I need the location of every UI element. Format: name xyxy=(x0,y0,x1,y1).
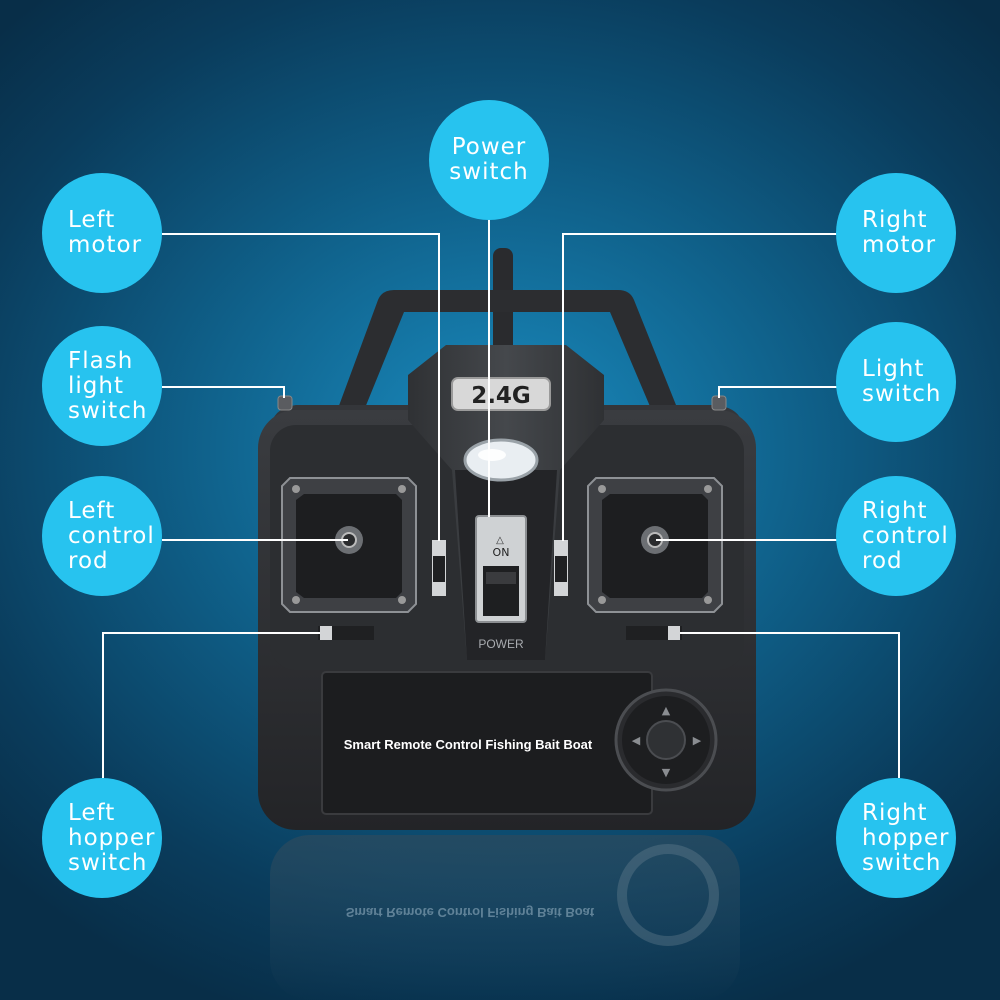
svg-text:▶: ▶ xyxy=(693,734,702,747)
leader-right-hopper-v xyxy=(898,632,900,778)
callout-right-motor: Right motor xyxy=(836,173,956,293)
direction-pad[interactable]: ▲ ▼ ◀ ▶ xyxy=(614,688,718,792)
panel-text: Smart Remote Control Fishing Bait Boat xyxy=(344,737,593,752)
svg-text:△: △ xyxy=(496,535,504,546)
callout-right-hopper-switch: Right hopper switch xyxy=(836,778,956,898)
leader-right-motor-h xyxy=(562,233,838,235)
svg-text:◀: ◀ xyxy=(632,734,641,747)
frequency-badge-text: 2.4G xyxy=(471,383,531,409)
reflection-dpad xyxy=(617,844,719,946)
left-hopper-switch[interactable] xyxy=(318,626,374,640)
leader-power-switch xyxy=(488,215,490,517)
leader-left-hopper-h xyxy=(102,632,320,634)
light-switch[interactable] xyxy=(711,395,727,411)
leader-light-switch-h xyxy=(718,386,838,388)
leader-flash-light-v xyxy=(283,386,285,398)
leader-right-hopper-h xyxy=(680,632,900,634)
svg-text:▲: ▲ xyxy=(662,704,671,717)
frequency-badge: 2.4G xyxy=(451,377,551,411)
callout-flash-light-switch: Flash light switch xyxy=(42,326,162,446)
callout-light-switch: Light switch xyxy=(836,322,956,442)
callout-left-control-rod: Left control rod xyxy=(42,476,162,596)
callout-power-switch: Power switch xyxy=(429,100,549,220)
device-reflection: Smart Remote Control Fishing Bait Boat xyxy=(270,835,740,1000)
right-motor-trim[interactable] xyxy=(554,540,568,596)
callout-left-hopper-switch: Left hopper switch xyxy=(42,778,162,898)
flash-light-switch[interactable] xyxy=(277,395,293,411)
leader-left-motor-h xyxy=(162,233,439,235)
leader-right-motor-v xyxy=(562,233,564,541)
svg-text:▼: ▼ xyxy=(662,766,671,779)
right-control-rod[interactable] xyxy=(641,526,669,554)
leader-right-control-rod xyxy=(656,539,838,541)
callout-left-motor: Left motor xyxy=(42,173,162,293)
left-motor-trim[interactable] xyxy=(432,540,446,596)
right-hopper-switch[interactable] xyxy=(626,626,682,640)
power-switch-on-label: ON xyxy=(493,546,510,559)
reflection-text: Smart Remote Control Fishing Bait Boat xyxy=(346,905,595,920)
callout-right-control-rod: Right control rod xyxy=(836,476,956,596)
leader-light-switch-v xyxy=(718,386,720,398)
leader-left-motor-v xyxy=(438,233,440,541)
power-switch[interactable]: △ ON xyxy=(475,515,527,623)
leader-flash-light-h xyxy=(162,386,284,388)
power-led xyxy=(463,438,539,482)
leader-left-hopper-v xyxy=(102,632,104,778)
power-label: POWER xyxy=(478,637,524,651)
leader-left-control-rod xyxy=(162,539,348,541)
